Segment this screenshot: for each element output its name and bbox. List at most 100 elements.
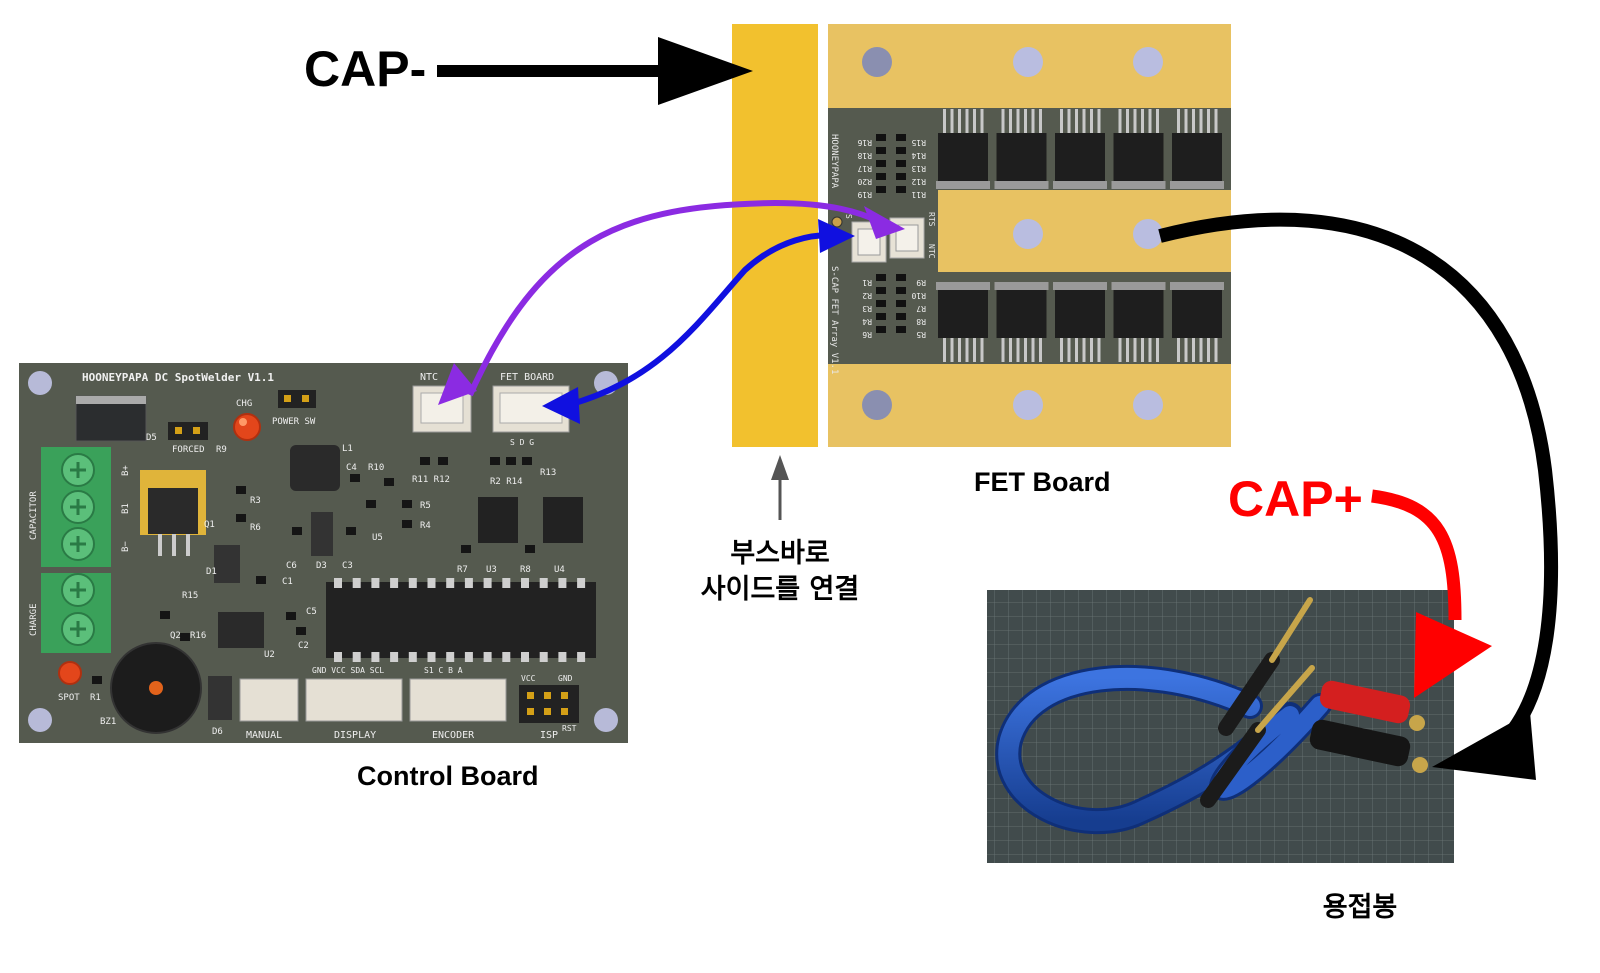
fet-silk-ntc: NTC: [927, 244, 936, 259]
fet-transistor-icon: [1170, 282, 1224, 362]
silk-r15: R15: [182, 591, 198, 601]
fet-transistor-icon: [1111, 109, 1166, 189]
fet-resistor-label: R6: [862, 330, 872, 339]
silk-fet-pins: S D G: [510, 438, 534, 447]
fet-resistor-label: R13: [911, 164, 926, 173]
ic-u3: [478, 497, 518, 543]
fet-transistor-icon: [936, 109, 990, 189]
rod-handle-2: [1200, 722, 1266, 808]
connector-isp: [519, 685, 579, 723]
silk-l1: L1: [342, 444, 353, 454]
welding-rod-label: 용접봉: [1322, 892, 1398, 923]
fet-name-silk: S-CAP FET Array V1.1: [829, 266, 839, 374]
diode-d1: [214, 545, 240, 583]
silk-b-minus: B−: [121, 541, 131, 552]
silk-chg: CHG: [236, 399, 252, 409]
silk-display: DISPLAY: [334, 730, 376, 741]
red-plug: [1319, 680, 1411, 724]
silk-isp-gnd: GND: [558, 674, 573, 683]
rod-handle-1: [1218, 652, 1280, 736]
screw-terminal-icon: [61, 612, 95, 646]
silk-c2: C2: [298, 641, 309, 651]
forced-jumper: [168, 422, 208, 440]
silk-encoder: ENCODER: [432, 730, 475, 741]
fet-resistor-label: R4: [862, 317, 872, 326]
silk-encoder-pins: S1 C B A: [424, 666, 463, 675]
control-board-title: HOONEYPAPA DC SpotWelder V1.1: [82, 371, 274, 384]
silk-c3: C3: [342, 561, 353, 571]
silk-q2: Q2: [170, 631, 181, 641]
silk-manual: MANUAL: [246, 730, 282, 741]
fet-resistor-label: R1: [862, 278, 872, 287]
purple-ntc-arrow: [438, 199, 905, 405]
fet-resistor-label: R7: [916, 304, 926, 313]
busbar-caption-line1: 부스바로: [730, 538, 830, 569]
fet-board-label: FET Board: [974, 467, 1111, 497]
rod-tip-1: [1269, 597, 1313, 663]
fet-resistor-label: R14: [911, 151, 926, 160]
control-mount-holes: [28, 371, 618, 732]
mount-hole-icon: [1133, 219, 1163, 249]
silk-d1: D1: [206, 567, 217, 577]
fet-silk-rts: RTS: [927, 212, 936, 227]
fet-resistor-label: R16: [857, 138, 872, 147]
control-board-label: Control Board: [357, 761, 539, 791]
silk-r6: R6: [250, 523, 261, 533]
cap-plus-label: CAP+: [1228, 471, 1363, 527]
silk-u2: U2: [264, 650, 275, 660]
control-board: HOONEYPAPA DC SpotWelder V1.1: [19, 363, 628, 743]
silk-r13: R13: [540, 468, 556, 478]
ic-u4: [543, 497, 583, 543]
silk-r16: R16: [190, 631, 206, 641]
silk-r7: R7: [457, 565, 468, 575]
silk-b1: B1: [121, 503, 131, 514]
mount-hole-icon: [1133, 47, 1163, 77]
blue-fet-arrow: [542, 219, 855, 424]
silk-c5: C5: [306, 607, 317, 617]
silk-r1: R1: [90, 693, 101, 703]
microcontroller-ic: [326, 582, 596, 658]
fet-resistor-label: R2: [862, 291, 872, 300]
mount-hole-icon: [862, 47, 892, 77]
fet-mount-holes: [862, 47, 1163, 420]
silk-r2r14: R2 R14: [490, 477, 523, 487]
fet-transistor-icon: [1053, 282, 1107, 362]
mount-hole-icon: [1013, 219, 1043, 249]
cap-minus-label: CAP-: [304, 41, 427, 97]
silk-r3: R3: [250, 496, 261, 506]
silk-isp-vcc: VCC: [521, 674, 536, 683]
fet-transistor-icon: [994, 109, 1049, 189]
silk-r9: R9: [216, 445, 227, 455]
fet-resistor-label: R8: [916, 317, 926, 326]
mount-hole-icon: [1013, 47, 1043, 77]
fet-resistor-label: R19: [857, 190, 872, 199]
screw-terminal-icon: [61, 527, 95, 561]
fet-resistor-label: R3: [862, 304, 872, 313]
screw-terminal-icon: [61, 490, 95, 524]
inductor-l1: [290, 445, 340, 491]
silk-forced: FORCED: [172, 445, 205, 455]
power-sw-header: [278, 390, 316, 408]
silk-capacitor: CAPACITOR: [29, 491, 39, 540]
silk-c6: C6: [286, 561, 297, 571]
silk-spot: SPOT: [58, 693, 80, 703]
mount-hole-icon: [28, 708, 52, 732]
fet-transistor-array: [936, 109, 1224, 362]
connector-manual: [239, 678, 299, 722]
fet-resistor-label: R5: [916, 330, 926, 339]
silk-u3: U3: [486, 565, 497, 575]
screw-terminal-icon: [61, 453, 95, 487]
connector-encoder: [409, 678, 507, 722]
busbar-caption-line2: 사이드를 연결: [700, 574, 860, 605]
mount-hole-icon: [28, 371, 52, 395]
mount-hole-icon: [594, 708, 618, 732]
fet-resistor-label: R20: [857, 177, 872, 186]
silk-r8: R8: [520, 565, 531, 575]
silk-d3: D3: [316, 561, 327, 571]
regulator-u2: [218, 612, 264, 648]
silk-isp: ISP: [540, 730, 558, 741]
mount-hole-icon: [1013, 390, 1043, 420]
silk-r5: R5: [420, 501, 431, 511]
busbar-pointer-arrow: [771, 455, 789, 520]
